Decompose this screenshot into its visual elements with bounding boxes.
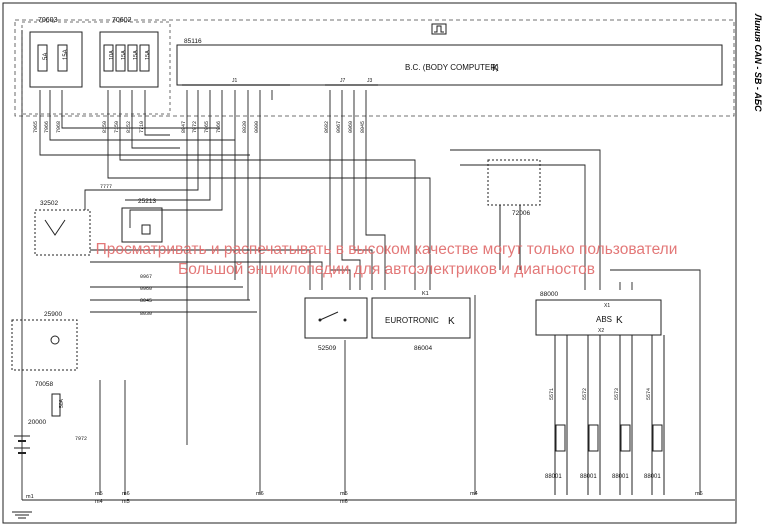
- svg-text:7150: 7150: [114, 121, 120, 133]
- svg-text:X2: X2: [598, 328, 604, 334]
- switch-52509: 52509: [304, 297, 368, 352]
- svg-text:8045: 8045: [140, 298, 152, 304]
- ignition-switch: 25900: [11, 311, 78, 371]
- svg-text:70058: 70058: [35, 381, 53, 388]
- svg-text:7968: 7968: [56, 121, 62, 133]
- svg-text:25900: 25900: [44, 311, 62, 318]
- svg-text:25213: 25213: [138, 198, 156, 205]
- body-computer: 85116 B.C. (BODY COMPUTER) K: [176, 23, 723, 86]
- wheel-sensors: [554, 335, 665, 495]
- bc-connectors: J1 J7 J3: [182, 78, 378, 86]
- body-computer-code: 85116: [184, 38, 202, 45]
- main-fuse-70058: 70058 50A: [35, 381, 65, 417]
- svg-text:8030: 8030: [140, 311, 152, 317]
- svg-text:m4: m4: [95, 499, 103, 505]
- svg-text:7777: 7777: [100, 184, 112, 190]
- svg-text:m6: m6: [340, 499, 348, 505]
- fuse-rating: 15A: [63, 49, 69, 60]
- ground-labels: m1 m5 m4 m6 m5 m6 m5 m6 m4 m6: [26, 491, 703, 505]
- svg-text:0960: 0960: [140, 286, 152, 292]
- abs-module: 88000 ABS K X1 X2: [535, 291, 662, 336]
- svg-text:0967: 0967: [140, 274, 152, 280]
- battery-20000: 20000: [14, 419, 46, 454]
- svg-text:8045: 8045: [360, 121, 366, 133]
- svg-text:ABS: ABS: [596, 315, 612, 324]
- svg-text:5574: 5574: [646, 388, 652, 400]
- svg-text:20000: 20000: [28, 419, 46, 426]
- svg-text:8152: 8152: [126, 121, 132, 133]
- connector-label: J7: [340, 78, 346, 84]
- ground-symbol: [12, 511, 32, 519]
- fuse-box-2: 70602 10A 15A 15A 15A: [99, 17, 159, 88]
- ecu-symbol: K: [448, 316, 455, 327]
- ecu-symbol: K: [616, 315, 623, 326]
- ecu-symbol: K: [492, 63, 499, 74]
- svg-text:m4: m4: [470, 491, 478, 497]
- wheel-sensor-code: 88001: [580, 474, 597, 480]
- wheel-sensor-code: 88001: [644, 474, 661, 480]
- svg-text:8030: 8030: [242, 121, 248, 133]
- svg-text:K1: K1: [422, 291, 429, 297]
- fuse-box-1: 70603 5A 15A: [29, 17, 83, 88]
- fuse-rating: 15A: [133, 50, 139, 60]
- sensor-72006: 72006: [487, 159, 541, 270]
- dashboard-area-outline: [14, 19, 735, 117]
- svg-text:7710: 7710: [139, 121, 145, 133]
- svg-text:7972: 7972: [75, 436, 87, 442]
- fuse-rating: 15A: [121, 50, 127, 60]
- svg-text:8150: 8150: [102, 121, 108, 133]
- svg-text:0960: 0960: [348, 121, 354, 133]
- fuse-box-2-code: 70602: [112, 17, 132, 24]
- eurotronic-module: EUROTRONIC K K1 86004: [371, 291, 471, 352]
- svg-text:88000: 88000: [540, 291, 558, 298]
- svg-text:32502: 32502: [40, 200, 58, 207]
- wire-labels: 7965 7966 7968 8150 7150 8152 7710 8947 …: [33, 121, 652, 442]
- wheel-sensor-code: 88001: [612, 474, 629, 480]
- relay-32502: 32502: [34, 200, 91, 256]
- svg-text:52509: 52509: [318, 345, 336, 352]
- svg-text:7965: 7965: [204, 121, 210, 133]
- svg-text:m5: m5: [340, 491, 348, 497]
- svg-text:86004: 86004: [414, 345, 432, 352]
- svg-text:m1: m1: [26, 494, 34, 500]
- pulse-icon: [431, 23, 447, 35]
- fuse-rating: 10A: [109, 50, 115, 60]
- fuse-rating: 5A: [43, 53, 49, 60]
- svg-text:m5: m5: [95, 491, 103, 497]
- svg-text:7966: 7966: [216, 121, 222, 133]
- svg-text:7966: 7966: [44, 121, 50, 133]
- svg-text:8947: 8947: [181, 121, 187, 133]
- svg-text:m6: m6: [122, 491, 130, 497]
- svg-text:0967: 0967: [336, 121, 342, 133]
- svg-text:X1: X1: [604, 303, 610, 309]
- connector-label: J1: [232, 78, 238, 84]
- svg-text:72006: 72006: [512, 210, 530, 217]
- svg-text:5572: 5572: [582, 388, 588, 400]
- fuse-box-1-code: 70603: [38, 17, 58, 24]
- svg-text:50A: 50A: [59, 398, 65, 408]
- connector-label: J3: [367, 78, 373, 84]
- fuse-block-outline: [21, 21, 171, 115]
- fuse-rating: 15A: [145, 50, 151, 60]
- svg-text:8682: 8682: [324, 121, 330, 133]
- svg-text:7965: 7965: [33, 121, 39, 133]
- svg-text:5573: 5573: [614, 388, 620, 400]
- side-title-text: Линия CAN - SB - АБС: [753, 13, 763, 112]
- svg-text:0000: 0000: [254, 121, 260, 133]
- diagram-frame: [2, 2, 737, 524]
- side-title: Линия CAN - SB - АБС: [753, 13, 763, 112]
- svg-text:m6: m6: [695, 491, 703, 497]
- svg-text:m6: m6: [256, 491, 264, 497]
- svg-text:5571: 5571: [549, 388, 555, 400]
- svg-text:7972: 7972: [192, 121, 198, 133]
- svg-text:EUROTRONIC: EUROTRONIC: [385, 316, 439, 325]
- wiring-bundle: [21, 30, 735, 501]
- body-computer-label: B.C. (BODY COMPUTER): [405, 63, 499, 72]
- svg-text:m5: m5: [122, 499, 130, 505]
- wheel-sensor-code: 88001: [545, 474, 562, 480]
- relay-25213: 25213: [121, 198, 163, 243]
